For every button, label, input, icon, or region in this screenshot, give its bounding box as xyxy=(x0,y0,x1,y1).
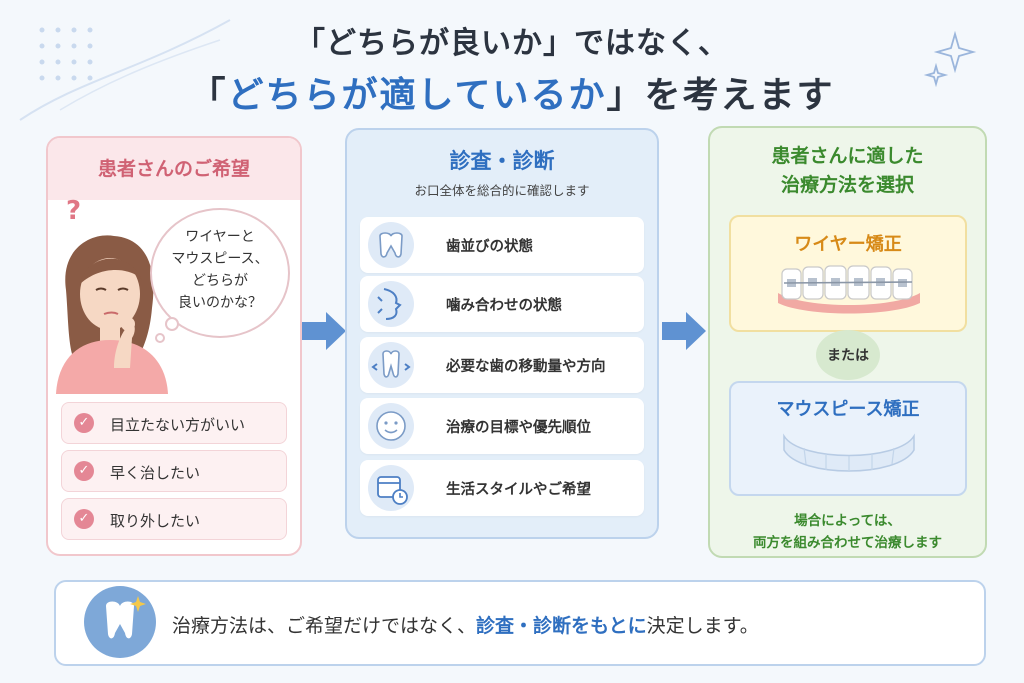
wish-label: 取り外したい xyxy=(110,512,201,530)
page-title-line1: 「どちらが良いか」ではなく、 xyxy=(295,26,729,61)
title-open-bracket: 「 xyxy=(189,75,228,116)
treatment-choice-title: 患者さんに適した 治療方法を選択 xyxy=(708,142,987,200)
note-line: 両方を組み合わせて治療します xyxy=(753,535,942,551)
check-icon: ✓ xyxy=(74,413,94,433)
aligner-label: マウスピース矯正 xyxy=(776,399,920,420)
calendar-clock-icon xyxy=(368,465,414,511)
conclusion-banner xyxy=(54,580,986,666)
bubble-line: ワイヤーと xyxy=(185,229,255,245)
diagnosis-subtitle: お口全体を総合的に確認します xyxy=(414,183,590,198)
wish-item: ✓ 早く治したい xyxy=(61,450,287,492)
check-icon: ✓ xyxy=(74,509,94,529)
title-highlight: どちらが適しているか xyxy=(227,75,607,116)
diagnosis-title: 診査・診断 xyxy=(449,149,555,173)
diagnosis-item: 必要な歯の移動量や方向 xyxy=(360,337,644,393)
conclusion-after: 決定します。 xyxy=(646,615,759,637)
check-icon: ✓ xyxy=(74,461,94,481)
arrow-right-icon xyxy=(302,312,346,350)
diagnosis-item: 生活スタイルやご希望 xyxy=(360,460,644,516)
smile-icon xyxy=(368,403,414,449)
bubble-line: マウスピース、 xyxy=(171,251,269,267)
question-mark: ? xyxy=(66,196,82,226)
patient-wishes-header: 患者さんのご希望 xyxy=(48,138,300,200)
arrow-right-icon xyxy=(662,312,706,350)
aligner-option xyxy=(729,381,967,496)
diagnosis-item: 噛み合わせの状態 xyxy=(360,276,644,332)
jaw-profile-icon xyxy=(368,281,414,327)
conclusion-highlight: 診査・診断をもとに xyxy=(476,615,647,637)
diagnosis-item-label: 噛み合わせの状態 xyxy=(446,298,562,314)
tooth-arrows-icon xyxy=(368,342,414,388)
thought-bubble xyxy=(150,208,290,338)
tooth-sparkle-icon xyxy=(84,586,156,658)
wire-braces-icon xyxy=(778,265,920,314)
note-line: 場合によっては、 xyxy=(794,513,901,529)
title-close: 」を考えます xyxy=(606,75,835,116)
or-label: または xyxy=(827,348,869,364)
wish-item: ✓ 目立たない方がいい xyxy=(61,402,287,444)
title-line: 治療方法を選択 xyxy=(780,174,914,196)
bubble-tail xyxy=(155,317,179,343)
conclusion-text: 治療方法は、ご希望だけではなく、診査・診断をもとに決定します。 xyxy=(172,611,759,638)
diagnosis-item-label: 生活スタイルやご希望 xyxy=(446,482,591,498)
or-connector xyxy=(816,330,880,380)
thought-bubble-text: ワイヤーと マウスピース、 どちらが 良いのかな？ xyxy=(150,226,290,314)
wish-label: 早く治したい xyxy=(110,464,201,482)
bubble-line: 良いのかな？ xyxy=(178,295,262,311)
wish-item: ✓ 取り外したい xyxy=(61,498,287,540)
bubble-line: どちらが xyxy=(192,273,248,289)
teeth-icon xyxy=(368,222,414,268)
patient-wishes-title: 患者さんのご希望 xyxy=(97,158,250,180)
wish-label: 目立たない方がいい xyxy=(110,416,246,434)
diagnosis-item: 治療の目標や優先順位 xyxy=(360,398,644,454)
diagnosis-item-label: 必要な歯の移動量や方向 xyxy=(446,359,606,375)
diagnosis-item-label: 歯並びの状態 xyxy=(446,239,533,255)
diagnosis-item: 歯並びの状態 xyxy=(360,217,644,273)
thinking-woman-illustration xyxy=(56,235,168,394)
wire-braces-label: ワイヤー矯正 xyxy=(794,234,902,255)
conclusion-before: 治療方法は、ご希望だけではなく、 xyxy=(172,615,477,637)
diagnosis-item-label: 治療の目標や優先順位 xyxy=(446,420,591,436)
clear-aligner-icon xyxy=(783,433,915,472)
title-line: 患者さんに適した xyxy=(771,145,924,167)
page-title-line2: 「どちらが適しているか」を考えます xyxy=(0,66,1024,118)
combination-note: 場合によっては、 両方を組み合わせて治療します xyxy=(708,510,987,554)
